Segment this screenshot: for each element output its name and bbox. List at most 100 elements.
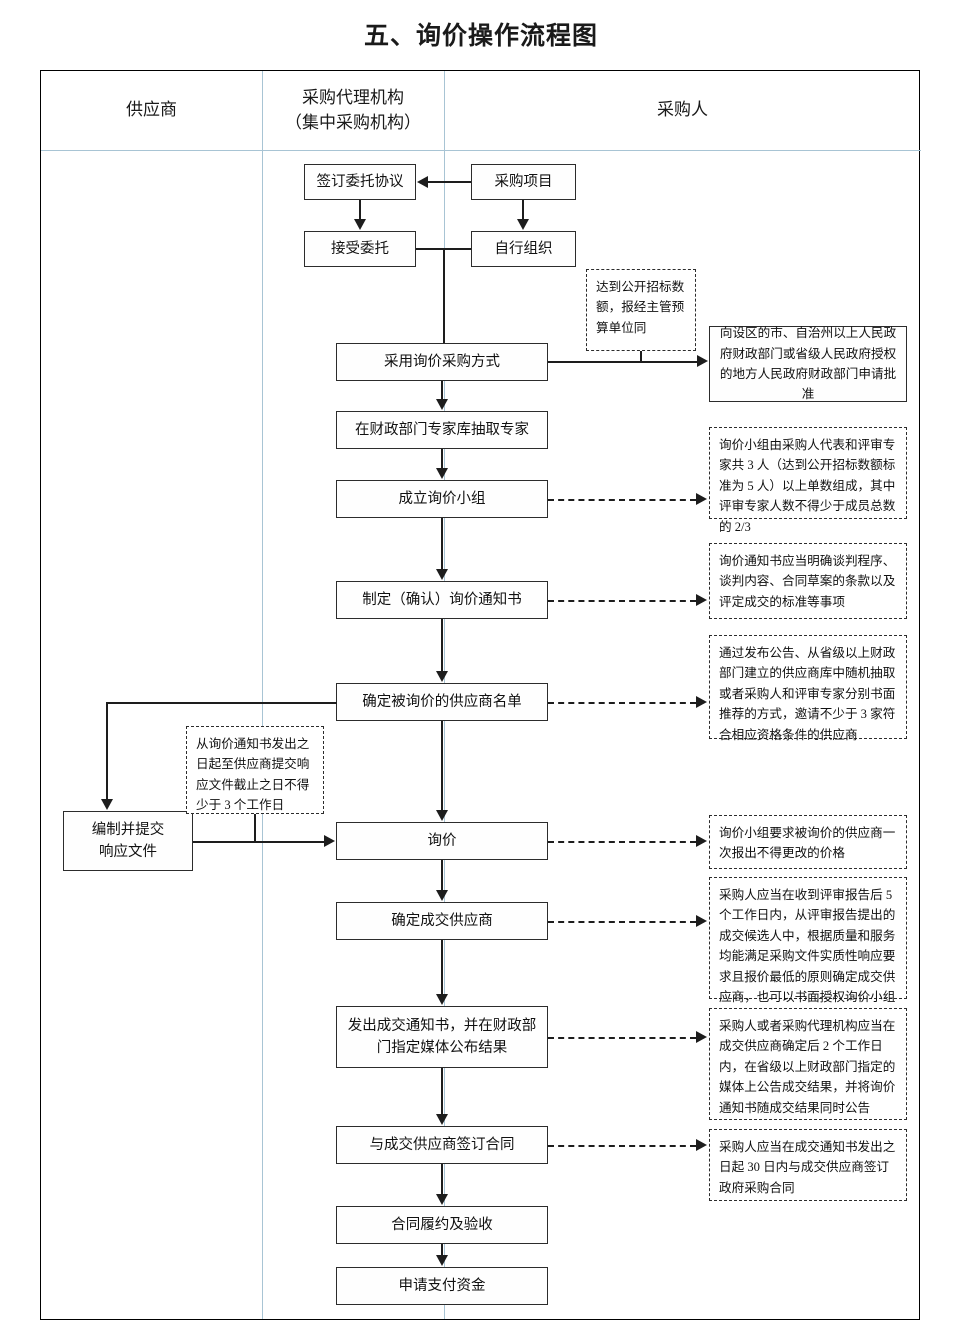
note-contract-rule: 采购人应当在成交通知书发出之日起 30 日内与成交供应商签订政府采购合同 bbox=[709, 1129, 907, 1201]
connector-list-to-prepare-v bbox=[106, 702, 108, 800]
node-adopt-inquiry[interactable]: 采用询价采购方式 bbox=[336, 343, 548, 381]
connector-draw-to-form bbox=[441, 449, 443, 469]
node-sign-entrust[interactable]: 签订委托协议 bbox=[304, 164, 416, 200]
node-prepare-submit-label-line2: 响应文件 bbox=[99, 844, 157, 860]
connector-note-amount-down bbox=[640, 351, 642, 362]
connector-notice-to-note-content bbox=[548, 600, 696, 602]
node-determine-supplier[interactable]: 确定成交供应商 bbox=[336, 902, 548, 940]
connector-determine-to-issue bbox=[441, 940, 443, 995]
lane-header-purchaser-label: 采购人 bbox=[657, 100, 708, 120]
node-determine-supplier-label: 确定成交供应商 bbox=[391, 912, 493, 929]
arrowhead-determine-to-issue bbox=[436, 994, 448, 1005]
note-response-deadline-text: 从询价通知书发出之日起至供应商提交响应文件截止之日不得少于 3 个工作日 bbox=[196, 737, 310, 813]
connector-note-deadline-down bbox=[254, 814, 256, 842]
node-apply-payment-label: 申请支付资金 bbox=[398, 1277, 486, 1294]
node-accept-entrust[interactable]: 接受委托 bbox=[304, 231, 416, 267]
arrowhead-prepare-to-inquiry bbox=[324, 835, 335, 847]
connector-sign-to-perform bbox=[441, 1164, 443, 1195]
note-determine-rule: 采购人应当在收到评审报告后 5 个工作日内，从评审报告提出的成交候选人中，根据质… bbox=[709, 877, 907, 1024]
arrowhead-list-to-prepare bbox=[101, 799, 113, 810]
note-publish-rule-text: 采购人或者采购代理机构应当在成交供应商确定后 2 个工作日内，在省级以上财政部门… bbox=[719, 1019, 896, 1115]
arrowhead-sign-to-perform bbox=[436, 1194, 448, 1205]
node-prepare-submit[interactable]: 编制并提交 响应文件 bbox=[63, 811, 193, 871]
note-one-time-quote: 询价小组要求被询价的供应商一次报出不得更改的价格 bbox=[709, 815, 907, 869]
connector-project-to-self bbox=[522, 200, 524, 220]
arrowhead-issue-to-note-publish bbox=[696, 1031, 707, 1043]
arrowhead-determine-to-note-rule bbox=[696, 915, 707, 927]
connector-sign-to-accept bbox=[359, 200, 361, 220]
note-open-tender-amount: 达到公开招标数额，报经主管预算单位同 bbox=[586, 269, 696, 351]
connector-form-to-notice bbox=[441, 518, 443, 570]
arrowhead-project-to-self bbox=[517, 219, 529, 230]
arrowhead-perform-to-payment bbox=[436, 1255, 448, 1266]
note-one-time-quote-text: 询价小组要求被询价的供应商一次报出不得更改的价格 bbox=[719, 826, 896, 861]
node-prepare-submit-label-line1: 编制并提交 bbox=[91, 821, 165, 838]
note-group-composition-text: 询价小组由采购人代表和评审专家共 3 人（达到公开招标数额标准为 5 人）以上单… bbox=[719, 438, 896, 534]
connector-list-to-inquiry bbox=[441, 721, 443, 811]
arrowhead-inquiry-to-note-quote bbox=[696, 835, 707, 847]
connector-form-to-note-composition bbox=[548, 499, 696, 501]
connector-contract-to-note-rule bbox=[548, 1145, 696, 1147]
arrowhead-project-to-sign bbox=[417, 176, 428, 188]
connector-perform-to-payment bbox=[441, 1244, 443, 1256]
note-notice-content-text: 询价通知书应当明确谈判程序、谈判内容、合同草案的条款以及评定成交的标准等事项 bbox=[719, 554, 896, 609]
node-adopt-inquiry-label: 采用询价采购方式 bbox=[384, 353, 500, 370]
node-sign-contract-label: 与成交供应商签订合同 bbox=[369, 1136, 515, 1153]
node-form-group[interactable]: 成立询价小组 bbox=[336, 480, 548, 518]
note-response-deadline: 从询价通知书发出之日起至供应商提交响应文件截止之日不得少于 3 个工作日 bbox=[186, 726, 324, 814]
arrowhead-issue-to-sign-contract bbox=[436, 1114, 448, 1125]
arrowhead-contract-to-note-rule bbox=[696, 1139, 707, 1151]
node-contract-perform[interactable]: 合同履约及验收 bbox=[336, 1206, 548, 1244]
lane-divider-supplier-agency bbox=[262, 71, 263, 1319]
node-issue-notice-label-line1: 发出成交通知书，并在财政部 bbox=[347, 1017, 537, 1034]
node-determine-list-label: 确定被询价的供应商名单 bbox=[362, 693, 522, 710]
lane-header-agency-label: 采购代理机构 bbox=[302, 87, 404, 107]
node-issue-notice-label-line2: 门指定媒体公布结果 bbox=[376, 1040, 508, 1056]
node-accept-entrust-label: 接受委托 bbox=[331, 240, 389, 257]
connector-issue-to-sign-contract bbox=[441, 1068, 443, 1115]
node-issue-notice[interactable]: 发出成交通知书，并在财政部 门指定媒体公布结果 bbox=[336, 1006, 548, 1068]
lane-header-rule bbox=[41, 150, 921, 151]
arrowhead-inquiry-to-determine bbox=[436, 890, 448, 901]
node-apply-payment[interactable]: 申请支付资金 bbox=[336, 1267, 548, 1305]
arrowhead-notice-to-note-content bbox=[696, 594, 707, 606]
connector-list-to-note-invite bbox=[548, 702, 696, 704]
arrowhead-adopt-to-approval bbox=[697, 355, 708, 367]
arrowhead-draw-to-form bbox=[436, 468, 448, 479]
node-draw-experts-label: 在财政部门专家库抽取专家 bbox=[355, 421, 529, 438]
note-publish-rule: 采购人或者采购代理机构应当在成交供应商确定后 2 个工作日内，在省级以上财政部门… bbox=[709, 1008, 907, 1120]
node-apply-approval[interactable]: 向设区的市、自治州以上人民政府财政部门或省级人民政府授权的地方人民政府财政部门申… bbox=[709, 326, 907, 402]
node-make-notice[interactable]: 制定（确认）询价通知书 bbox=[336, 581, 548, 619]
connector-adopt-to-approval bbox=[548, 361, 698, 363]
node-self-organize[interactable]: 自行组织 bbox=[471, 231, 576, 267]
arrowhead-form-to-note-composition bbox=[696, 493, 707, 505]
arrowhead-sign-to-accept bbox=[354, 219, 366, 230]
node-draw-experts[interactable]: 在财政部门专家库抽取专家 bbox=[336, 411, 548, 449]
connector-prepare-to-inquiry bbox=[193, 841, 324, 843]
connector-inquiry-to-note-quote bbox=[548, 841, 696, 843]
arrowhead-adopt-to-draw bbox=[436, 399, 448, 410]
node-inquiry-label: 询价 bbox=[427, 832, 457, 849]
connector-project-to-sign bbox=[428, 181, 471, 183]
lane-header-purchaser: 采购人 bbox=[444, 71, 921, 150]
lane-header-agency: 采购代理机构 （集中采购机构） bbox=[262, 71, 444, 150]
node-apply-approval-label: 向设区的市、自治州以上人民政府财政部门或省级人民政府授权的地方人民政府财政部门申… bbox=[719, 326, 897, 402]
node-sign-contract[interactable]: 与成交供应商签订合同 bbox=[336, 1126, 548, 1164]
note-group-composition: 询价小组由采购人代表和评审专家共 3 人（达到公开招标数额标准为 5 人）以上单… bbox=[709, 427, 907, 534]
note-invite-suppliers-text: 通过发布公告、从省级以上财政部门建立的供应商库中随机抽取或者采购人和评审专家分别… bbox=[719, 646, 896, 742]
page-title: 五、询价操作流程图 bbox=[363, 23, 598, 50]
connector-join-down bbox=[443, 248, 445, 359]
node-sign-entrust-label: 签订委托协议 bbox=[316, 173, 404, 190]
node-form-group-label: 成立询价小组 bbox=[398, 490, 486, 507]
arrowhead-list-to-inquiry bbox=[436, 810, 448, 821]
node-procurement-project[interactable]: 采购项目 bbox=[471, 164, 576, 200]
connector-notice-to-list bbox=[441, 619, 443, 672]
node-inquiry[interactable]: 询价 bbox=[336, 822, 548, 860]
note-notice-content: 询价通知书应当明确谈判程序、谈判内容、合同草案的条款以及评定成交的标准等事项 bbox=[709, 543, 907, 619]
note-invite-suppliers: 通过发布公告、从省级以上财政部门建立的供应商库中随机抽取或者采购人和评审专家分别… bbox=[709, 635, 907, 742]
node-contract-perform-label: 合同履约及验收 bbox=[391, 1216, 493, 1233]
node-determine-list[interactable]: 确定被询价的供应商名单 bbox=[336, 683, 548, 721]
note-open-tender-amount-text: 达到公开招标数额，报经主管预算单位同 bbox=[596, 280, 685, 335]
connector-inquiry-to-determine bbox=[441, 860, 443, 891]
connector-issue-to-note-publish bbox=[548, 1037, 696, 1039]
